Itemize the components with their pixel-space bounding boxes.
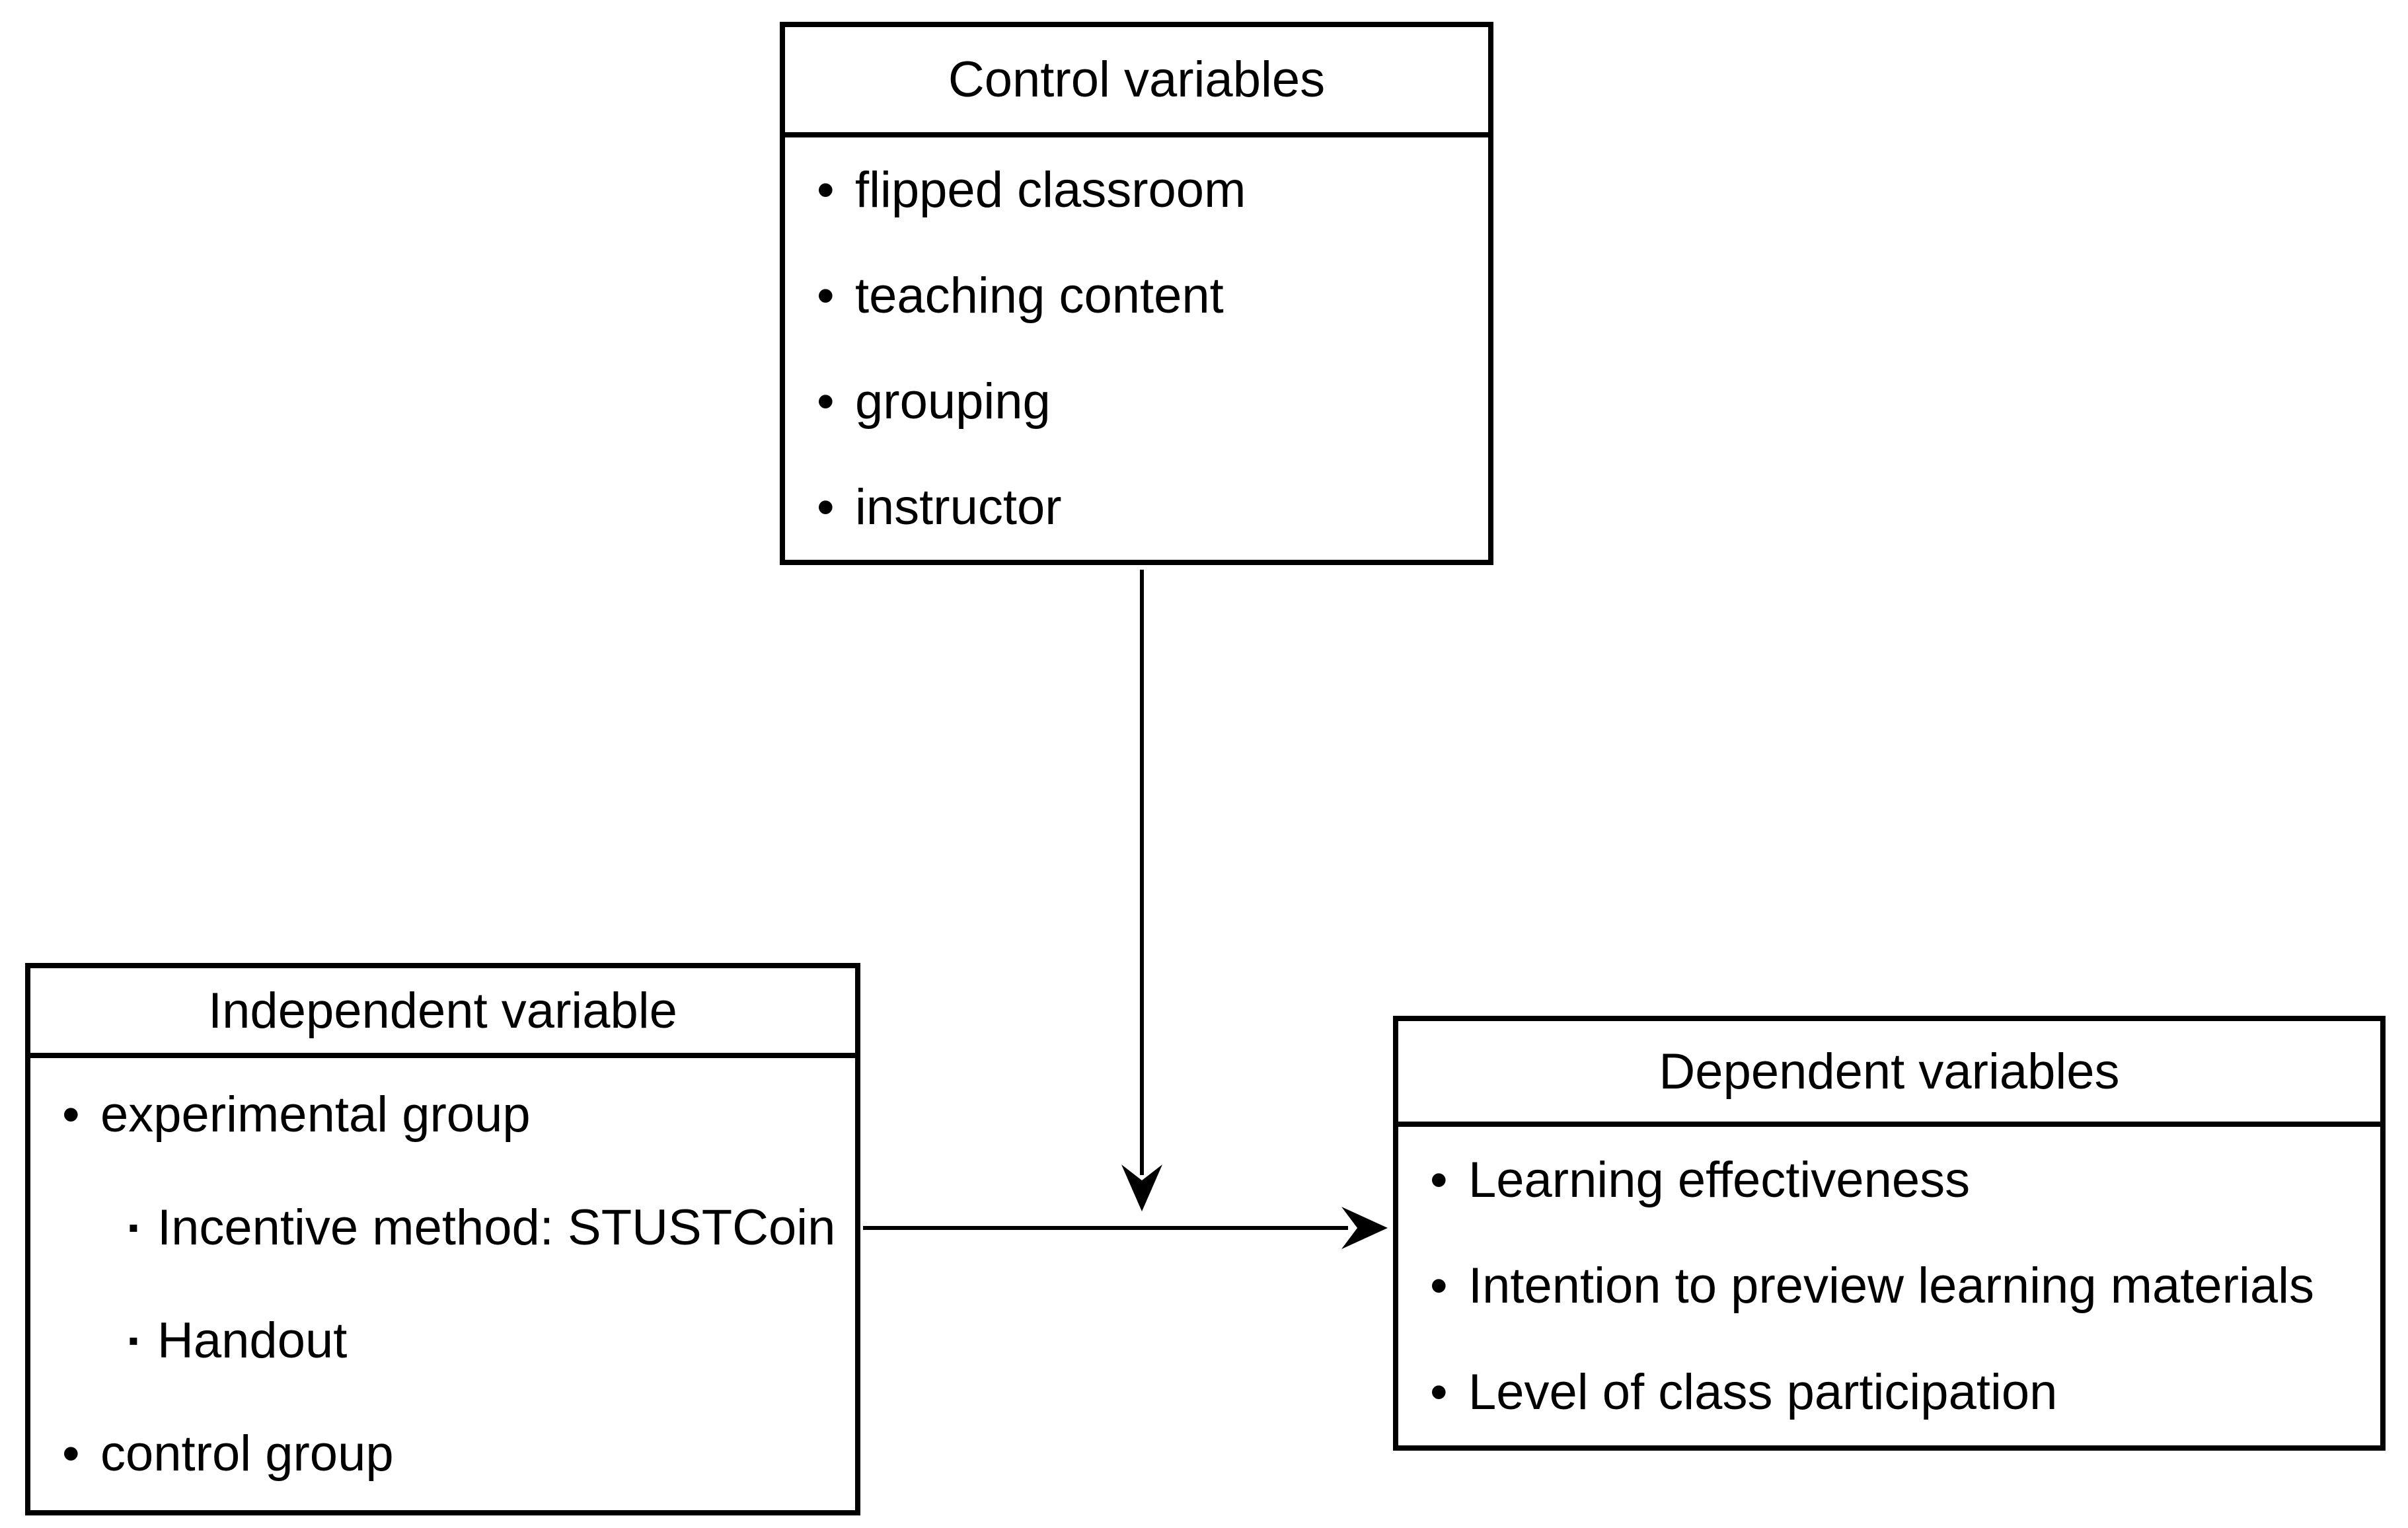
dependent-variables-box: Dependent variables • Learning effective…: [1393, 1016, 2386, 1451]
item-label: Learning effectiveness: [1468, 1151, 1971, 1208]
item-label: instructor: [855, 478, 1062, 535]
list-item: • experimental group: [62, 1086, 855, 1143]
item-label: Level of class participation: [1468, 1364, 2058, 1421]
independent-variable-list: • experimental group ▪ Incentive method:…: [30, 1058, 855, 1510]
bullet-icon: •: [1430, 1258, 1448, 1315]
list-item: • Learning effectiveness: [1430, 1151, 2380, 1209]
bullet-icon: •: [62, 1087, 80, 1143]
dependent-variables-list: • Learning effectiveness • Intention to …: [1398, 1127, 2380, 1445]
bullet-icon: •: [817, 373, 835, 430]
bullet-icon: •: [817, 162, 835, 219]
down-arrowhead-icon: [1121, 1165, 1162, 1211]
control-variables-title: Control variables: [785, 27, 1488, 137]
independent-variable-title: Independent variable: [30, 968, 855, 1058]
item-label: flipped classroom: [855, 162, 1246, 219]
list-sub-item: ▪ Handout: [62, 1312, 855, 1369]
control-variables-list: • flipped classroom • teaching content •…: [785, 137, 1488, 560]
list-item: • instructor: [817, 478, 1488, 536]
item-label: teaching content: [855, 268, 1224, 325]
right-arrowhead-icon: [1341, 1207, 1388, 1249]
list-item: • grouping: [817, 373, 1488, 430]
bullet-icon: •: [1430, 1364, 1448, 1421]
bullet-icon: •: [817, 268, 835, 325]
list-item: • flipped classroom: [817, 161, 1488, 219]
list-item: • teaching content: [817, 267, 1488, 325]
list-item: • Level of class participation: [1430, 1363, 2380, 1421]
list-item: • Intention to preview learning material…: [1430, 1257, 2380, 1315]
bullet-icon: •: [62, 1426, 80, 1482]
list-item: • control group: [62, 1425, 855, 1482]
dependent-variables-title: Dependent variables: [1398, 1021, 2380, 1127]
list-sub-item: ▪ Incentive method: STUSTCoin: [62, 1199, 855, 1256]
item-label: Intention to preview learning materials: [1468, 1258, 2315, 1315]
bullet-icon: •: [1430, 1151, 1448, 1208]
item-label: Incentive method: STUSTCoin: [157, 1200, 836, 1256]
bullet-icon: •: [817, 478, 835, 535]
item-label: experimental group: [100, 1087, 531, 1143]
item-label: grouping: [855, 373, 1051, 430]
item-label: Handout: [157, 1313, 348, 1369]
sub-bullet-icon: ▪: [128, 1211, 139, 1244]
item-label: control group: [100, 1426, 394, 1482]
control-variables-box: Control variables • flipped classroom • …: [780, 22, 1493, 565]
sub-bullet-icon: ▪: [128, 1324, 139, 1357]
independent-variable-box: Independent variable • experimental grou…: [25, 963, 860, 1515]
